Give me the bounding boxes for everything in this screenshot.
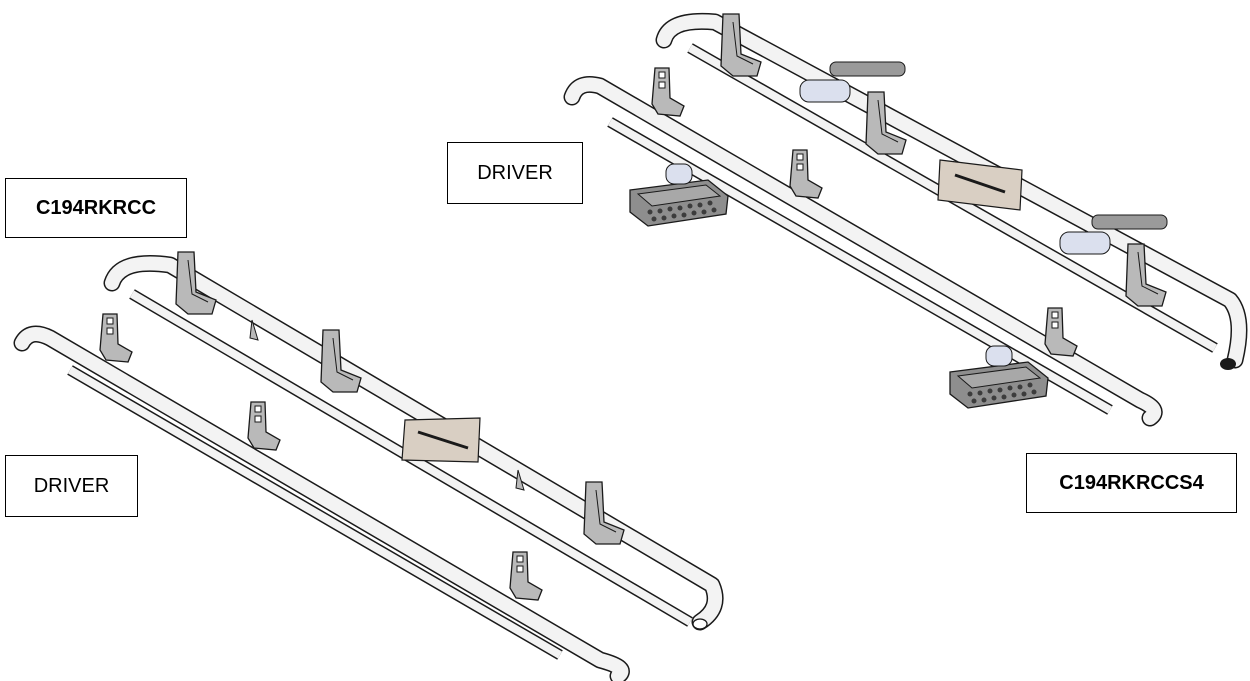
part-number-label-right: C194RKRCCS4 (1026, 453, 1237, 513)
driver-label-right: DRIVER (447, 142, 583, 204)
left-front-rail (13, 325, 630, 681)
right-bracket-6 (1044, 307, 1078, 357)
driver-label-left: DRIVER (5, 455, 138, 517)
left-slider-assembly (13, 251, 724, 681)
right-bracket-5 (789, 149, 823, 199)
right-logo-plate (937, 159, 1023, 211)
right-step-pad-2 (949, 345, 1049, 409)
right-step-pad-rear-1 (799, 61, 906, 103)
right-step-pad-rear-2 (1059, 214, 1168, 255)
left-bracket-5 (247, 401, 281, 451)
left-logo-plate (401, 417, 481, 463)
left-bracket-3 (583, 481, 625, 545)
left-bracket-6 (509, 551, 543, 601)
left-bracket-4 (99, 313, 133, 363)
part-number-label-left: C194RKRCC (5, 178, 187, 238)
right-bracket-4 (651, 67, 685, 117)
left-bracket-2 (320, 329, 362, 393)
right-slider-assembly (563, 12, 1248, 427)
right-step-pad-1 (629, 163, 729, 227)
